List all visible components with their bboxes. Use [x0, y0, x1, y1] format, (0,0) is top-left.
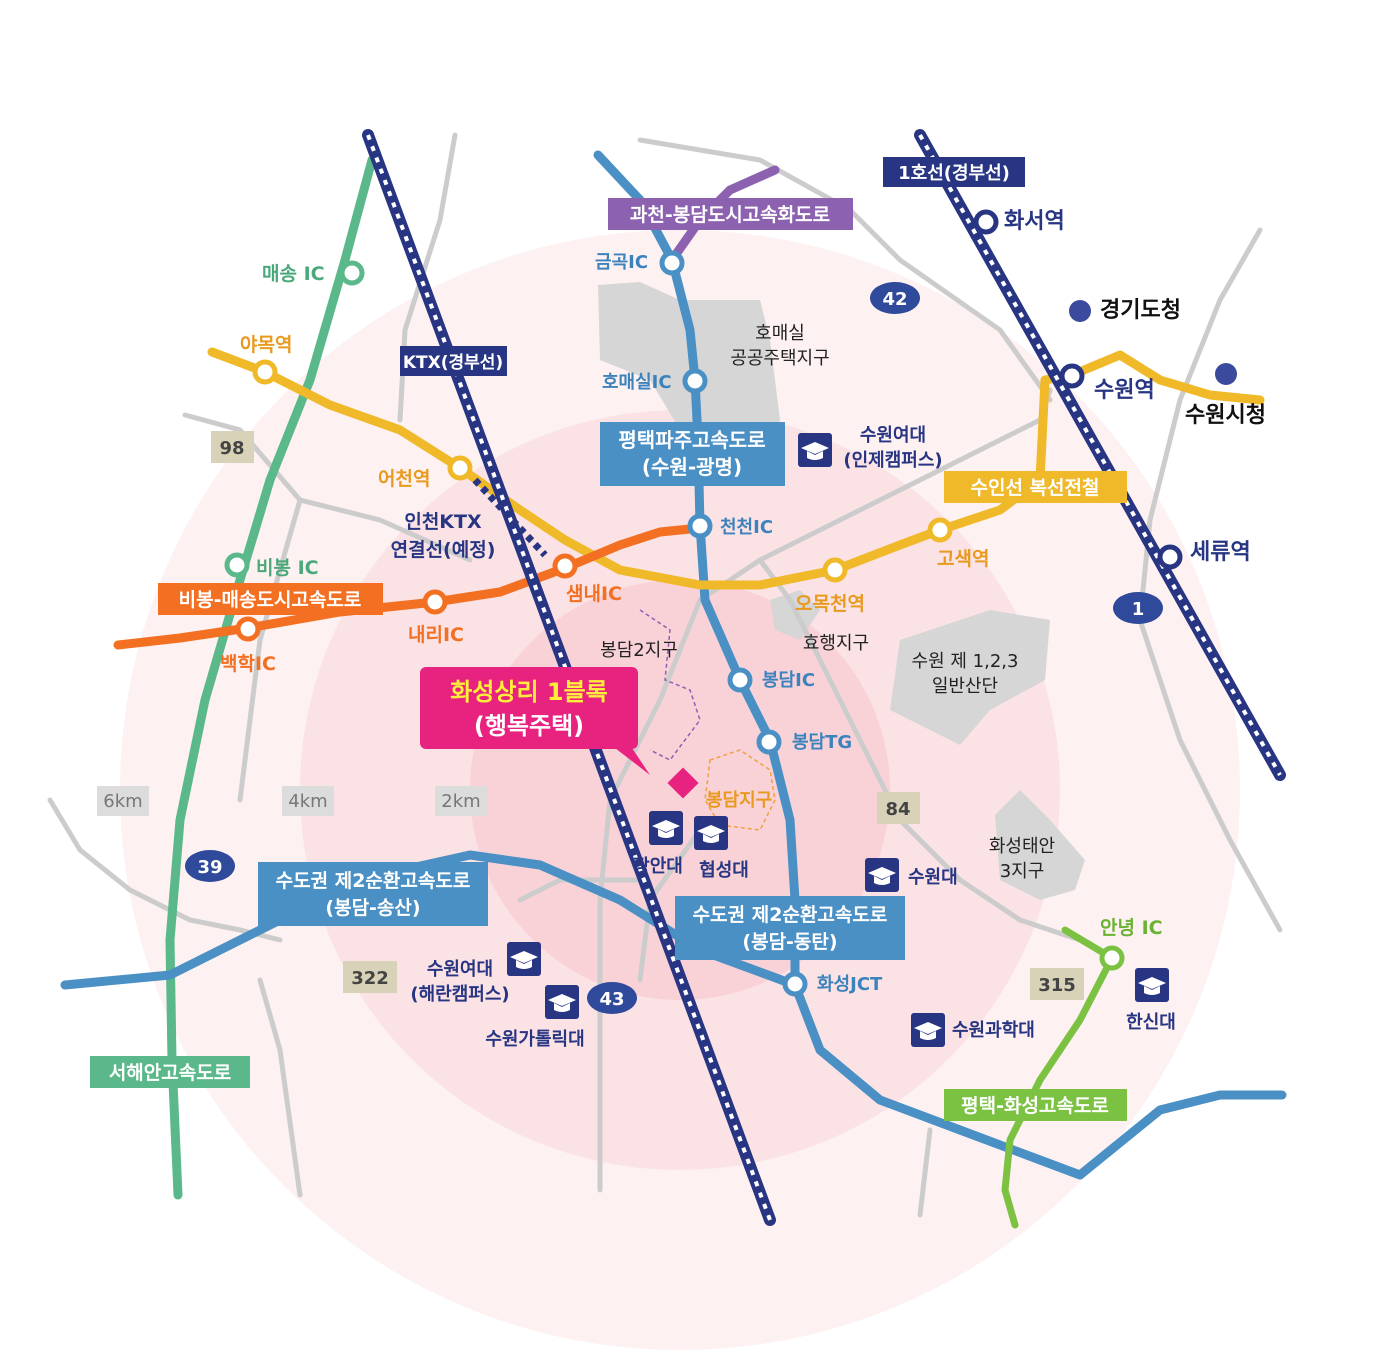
line1-rail — [914, 129, 1286, 781]
line-label-boxes: 과천-봉담도시고속화도로 1호선(경부선) KTX(경부선) 평택파주고속도로 … — [90, 157, 1127, 1121]
pyeongtaek-hwaseong-label: 평택-화성고속도로 — [961, 1095, 1109, 1117]
site-title-line1: 화성상리 1블록 — [450, 678, 608, 706]
pyeongtaek-paju-highway — [593, 150, 1287, 1180]
site-marker: 화성상리 1블록 (행복주택) — [420, 667, 699, 799]
ic-bibong: 비봉 IC — [256, 557, 319, 579]
line1-label: 1호선(경부선) — [898, 163, 1010, 184]
graduation-cap-icon — [507, 942, 541, 976]
ic-annyeong: 안녕 IC — [1100, 917, 1163, 939]
route-42: 42 — [882, 289, 907, 310]
graduation-cap-icon — [1135, 968, 1169, 1002]
station-gosaek: 고색역 — [937, 548, 989, 570]
graduation-cap-icon — [798, 433, 832, 467]
station-seryu: 세류역 — [1190, 540, 1251, 565]
district-bongdam: 봉담지구 — [706, 790, 772, 811]
univ-hyupsung: 협성대 — [699, 859, 749, 881]
taean-label-1: 화성태안 — [989, 836, 1055, 857]
incheon-ktx-label-1: 인천KTX — [404, 511, 482, 533]
station-omokcheon: 오목천역 — [795, 593, 865, 615]
industrial-label-2: 일반산단 — [932, 676, 998, 697]
route-315: 315 — [1038, 975, 1076, 996]
map-labels: 화서역 수원역 세류역 경기도청 수원시청 야목역 어천역 오목천역 고색역 인… — [220, 209, 1266, 1050]
ic-geumgok: 금곡IC — [595, 252, 648, 273]
route-43: 43 — [599, 989, 624, 1010]
route-84: 84 — [885, 799, 910, 820]
route-shields: 42 1 39 43 98 84 322 315 — [185, 282, 1163, 1014]
ring-dongtan-label-2: (봉담-동탄) — [742, 931, 837, 953]
univ-suwon: 수원대 — [908, 867, 958, 888]
ic-baekhak: 백학IC — [220, 653, 276, 675]
bibong-maesong-highway — [113, 523, 705, 650]
hyohaeng-label: 효행지구 — [803, 633, 869, 654]
seohaean-highway — [165, 155, 377, 1200]
univ-suwon-women-injae-2: (인제캠퍼스) — [843, 450, 942, 471]
graduation-cap-icon — [545, 985, 579, 1019]
route-322: 322 — [351, 968, 389, 989]
taean-label-2: 3지구 — [1000, 861, 1045, 882]
ring-labels: 6km 4km 2km — [97, 786, 487, 816]
graduation-cap-icon — [649, 811, 683, 845]
ring-label-2km: 2km — [441, 791, 480, 812]
ic-saemnae: 샘내IC — [566, 583, 622, 605]
univ-suwon-women-injae-1: 수원여대 — [860, 425, 926, 446]
univ-suwon-women-haeran-2: (해란캠퍼스) — [410, 984, 509, 1005]
ring-label-6km: 6km — [103, 791, 142, 812]
ktx-label: KTX(경부선) — [403, 353, 503, 373]
graduation-cap-icon — [694, 816, 728, 850]
homaesil-label-2: 공공주택지구 — [730, 348, 829, 369]
ic-maesong: 매송 IC — [262, 263, 325, 285]
seohaean-label: 서해안고속도로 — [109, 1062, 231, 1084]
ic-bongdam: 봉담IC — [762, 670, 815, 691]
station-hwaseo: 화서역 — [1004, 209, 1065, 234]
gyeonggi-office-label: 경기도청 — [1100, 298, 1181, 323]
suin-line-label: 수인선 복선전철 — [971, 477, 1100, 499]
ring-songsan-label-2: (봉담-송산) — [325, 897, 420, 919]
station-suwon: 수원역 — [1094, 378, 1155, 403]
bibong-maesong-label: 비봉-매송도시고속도로 — [179, 589, 362, 611]
graduation-cap-icon — [911, 1013, 945, 1047]
industrial-area — [890, 610, 1050, 745]
ic-cheoncheon: 천천IC — [720, 517, 773, 538]
ic-bongdam-tg: 봉담TG — [792, 732, 852, 753]
taean-area — [995, 790, 1085, 900]
ring-songsan-label-1: 수도권 제2순환고속도로 — [276, 870, 471, 892]
route-98: 98 — [219, 438, 244, 459]
bongdam2-boundary — [639, 609, 701, 761]
station-yamok: 야목역 — [240, 334, 292, 356]
industrial-label-1: 수원 제 1,2,3 — [912, 651, 1019, 672]
univ-hanshin: 한신대 — [1126, 1012, 1176, 1033]
ic-hwaseong-jct: 화성JCT — [817, 974, 883, 995]
second-ring-highway — [60, 850, 800, 990]
university-icons — [507, 433, 1169, 1047]
ring-dongtan-label-1: 수도권 제2순환고속도로 — [693, 904, 888, 926]
ic-naeri: 내리IC — [408, 624, 464, 646]
pyeongtaek-paju-label-1: 평택파주고속도로 — [618, 428, 765, 452]
univ-jangan: 장안대 — [633, 856, 683, 877]
incheon-ktx-label-2: 연결선(예정) — [391, 539, 496, 561]
ic-homaesil: 호매실IC — [602, 372, 672, 393]
univ-suwon-women-haeran-1: 수원여대 — [427, 959, 493, 980]
cityhall-label: 수원시청 — [1185, 403, 1266, 428]
graduation-cap-icon — [865, 858, 899, 892]
gyeonggi-office-marker — [1069, 300, 1091, 322]
ring-label-4km: 4km — [288, 791, 327, 812]
univ-suwon-science: 수원과학대 — [952, 1019, 1035, 1041]
univ-suwon-catholic: 수원가톨릭대 — [485, 1029, 584, 1050]
bongdam-boundary — [704, 749, 776, 831]
route-39: 39 — [197, 857, 222, 878]
gwacheon-bongdam-label: 과천-봉담도시고속화도로 — [630, 204, 830, 226]
district-bongdam2: 봉담2지구 — [600, 640, 678, 661]
pyeongtaek-paju-label-2: (수원-광명) — [642, 455, 742, 479]
site-title-line2: (행복주택) — [474, 712, 584, 740]
cityhall-marker — [1215, 363, 1237, 385]
station-markers — [224, 209, 1183, 997]
route-1: 1 — [1132, 599, 1145, 620]
station-eocheon: 어천역 — [378, 468, 430, 490]
homaesil-label-1: 호매실 — [755, 323, 805, 344]
